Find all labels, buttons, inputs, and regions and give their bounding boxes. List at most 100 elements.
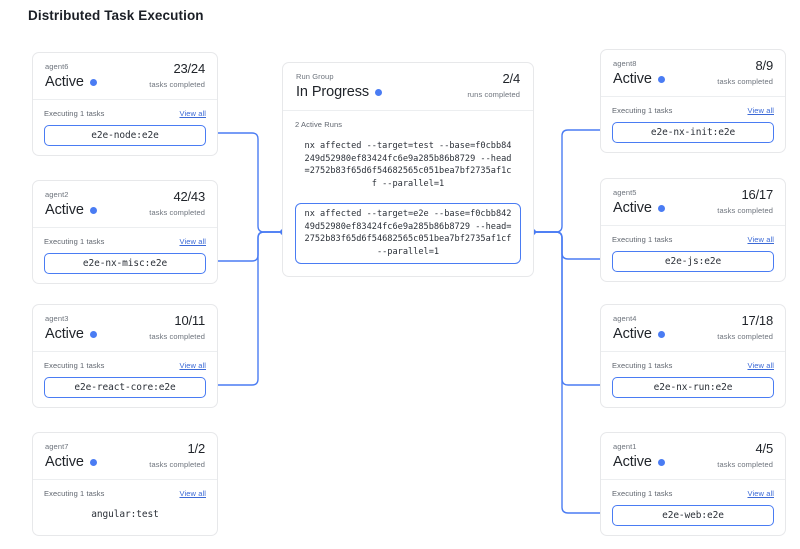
status-dot-icon	[657, 330, 665, 338]
task-chip[interactable]: e2e-nx-run:e2e	[612, 377, 774, 398]
agent-card-body: Executing 1 tasks View all e2e-node:e2e	[33, 100, 217, 155]
agent-card-header: agent2 Active 42/43 tasks completed	[33, 181, 217, 228]
agent-card-header: agent4 Active 17/18 tasks completed	[601, 305, 785, 352]
agent-card-header: agent1 Active 4/5 tasks completed	[601, 433, 785, 480]
agent-task-count: 42/43	[173, 189, 205, 204]
run-group-count: 2/4	[502, 71, 521, 86]
task-chip[interactable]: e2e-web:e2e	[612, 505, 774, 526]
agent-card-body: Executing 1 tasks View all e2e-js:e2e	[601, 226, 785, 281]
agent-task-count: 10/11	[174, 313, 205, 328]
agent-task-count: 8/9	[755, 58, 774, 73]
page-title: Distributed Task Execution	[28, 8, 204, 23]
view-all-link[interactable]: View all	[179, 489, 206, 498]
edge-agent3	[208, 231, 282, 386]
executing-row: Executing 1 tasks View all	[44, 489, 206, 498]
edge-agent5	[534, 231, 610, 260]
agent-task-count-label: tasks completed	[149, 460, 205, 469]
agent-card-header: agent8 Active 8/9 tasks completed	[601, 50, 785, 97]
run-group-status-text: In Progress	[296, 84, 370, 100]
task-chip[interactable]: e2e-nx-misc:e2e	[44, 253, 206, 274]
agent-task-count-label: tasks completed	[149, 208, 205, 217]
agent-card-header: agent7 Active 1/2 tasks completed	[33, 433, 217, 480]
agent-status: Active	[45, 325, 205, 343]
agent-status-text: Active	[613, 326, 652, 342]
agent-status-text: Active	[45, 202, 84, 218]
agent-name: agent4	[613, 314, 637, 323]
run-group-header: Run Group In Progress 2/4 runs completed	[283, 63, 533, 111]
agent-card-body: Executing 1 tasks View all e2e-web:e2e	[601, 480, 785, 535]
executing-label: Executing 1 tasks	[44, 237, 105, 246]
agent-task-count: 23/24	[173, 61, 205, 76]
task-chip[interactable]: angular:test	[44, 505, 206, 525]
executing-label: Executing 1 tasks	[612, 361, 673, 370]
agent-card-body: Executing 1 tasks View all e2e-nx-run:e2…	[601, 352, 785, 407]
run-group-status: In Progress	[296, 83, 520, 101]
run-command-block[interactable]: nx affected --target=test --base=f0cbb84…	[295, 135, 521, 196]
executing-row: Executing 1 tasks View all	[612, 489, 774, 498]
agent-card-body: Executing 1 tasks View all angular:test	[33, 480, 217, 535]
status-dot-icon	[375, 88, 383, 96]
executing-label: Executing 1 tasks	[44, 361, 105, 370]
agent-card-agent1[interactable]: agent1 Active 4/5 tasks completed Execut…	[600, 432, 786, 536]
status-dot-icon	[657, 204, 665, 212]
run-group-count-label: runs completed	[467, 90, 520, 99]
agent-card-agent4[interactable]: agent4 Active 17/18 tasks completed Exec…	[600, 304, 786, 408]
executing-label: Executing 1 tasks	[44, 489, 105, 498]
run-command-block-highlighted[interactable]: nx affected --target=e2e --base=f0cbb842…	[295, 203, 521, 264]
agent-task-count-label: tasks completed	[717, 77, 773, 86]
executing-row: Executing 1 tasks View all	[612, 106, 774, 115]
agent-status: Active	[613, 70, 773, 88]
status-dot-icon	[89, 78, 97, 86]
agent-name: agent1	[613, 442, 637, 451]
view-all-link[interactable]: View all	[747, 106, 774, 115]
agent-status: Active	[45, 201, 205, 219]
agent-task-count-label: tasks completed	[717, 332, 773, 341]
agent-card-agent7[interactable]: agent7 Active 1/2 tasks completed Execut…	[32, 432, 218, 536]
agent-status: Active	[45, 73, 205, 91]
agent-card-body: Executing 1 tasks View all e2e-nx-misc:e…	[33, 228, 217, 283]
agent-task-count-label: tasks completed	[149, 332, 205, 341]
agent-task-count: 4/5	[755, 441, 774, 456]
agent-task-count: 17/18	[741, 313, 773, 328]
agent-status-text: Active	[613, 200, 652, 216]
agent-name: agent7	[45, 442, 69, 451]
task-chip[interactable]: e2e-nx-init:e2e	[612, 122, 774, 143]
task-chip[interactable]: e2e-react-core:e2e	[44, 377, 206, 398]
agent-status: Active	[613, 199, 773, 217]
agent-status: Active	[613, 453, 773, 471]
view-all-link[interactable]: View all	[179, 109, 206, 118]
executing-label: Executing 1 tasks	[612, 489, 673, 498]
status-dot-icon	[657, 458, 665, 466]
agent-card-agent5[interactable]: agent5 Active 16/17 tasks completed Exec…	[600, 178, 786, 282]
view-all-link[interactable]: View all	[747, 235, 774, 244]
agent-card-agent8[interactable]: agent8 Active 8/9 tasks completed Execut…	[600, 49, 786, 153]
agent-name: agent5	[613, 188, 637, 197]
task-chip[interactable]: e2e-node:e2e	[44, 125, 206, 146]
agent-status: Active	[45, 453, 205, 471]
agent-card-body: Executing 1 tasks View all e2e-react-cor…	[33, 352, 217, 407]
agent-task-count: 16/17	[741, 187, 773, 202]
agent-status: Active	[613, 325, 773, 343]
agent-status-text: Active	[45, 454, 84, 470]
view-all-link[interactable]: View all	[747, 489, 774, 498]
view-all-link[interactable]: View all	[179, 361, 206, 370]
agent-card-body: Executing 1 tasks View all e2e-nx-init:e…	[601, 97, 785, 152]
status-dot-icon	[657, 75, 665, 83]
agent-card-agent3[interactable]: agent3 Active 10/11 tasks completed Exec…	[32, 304, 218, 408]
edge-agent1	[534, 231, 610, 514]
executing-row: Executing 1 tasks View all	[612, 235, 774, 244]
agent-status-text: Active	[613, 454, 652, 470]
agent-task-count-label: tasks completed	[717, 460, 773, 469]
status-dot-icon	[89, 206, 97, 214]
executing-row: Executing 1 tasks View all	[44, 237, 206, 246]
run-group-card[interactable]: Run Group In Progress 2/4 runs completed…	[282, 62, 534, 277]
executing-label: Executing 1 tasks	[44, 109, 105, 118]
view-all-link[interactable]: View all	[179, 237, 206, 246]
view-all-link[interactable]: View all	[747, 361, 774, 370]
agent-card-agent6[interactable]: agent6 Active 23/24 tasks completed Exec…	[32, 52, 218, 156]
agent-task-count-label: tasks completed	[717, 206, 773, 215]
agent-card-header: agent5 Active 16/17 tasks completed	[601, 179, 785, 226]
agent-card-agent2[interactable]: agent2 Active 42/43 tasks completed Exec…	[32, 180, 218, 284]
agent-name: agent2	[45, 190, 69, 199]
task-chip[interactable]: e2e-js:e2e	[612, 251, 774, 272]
